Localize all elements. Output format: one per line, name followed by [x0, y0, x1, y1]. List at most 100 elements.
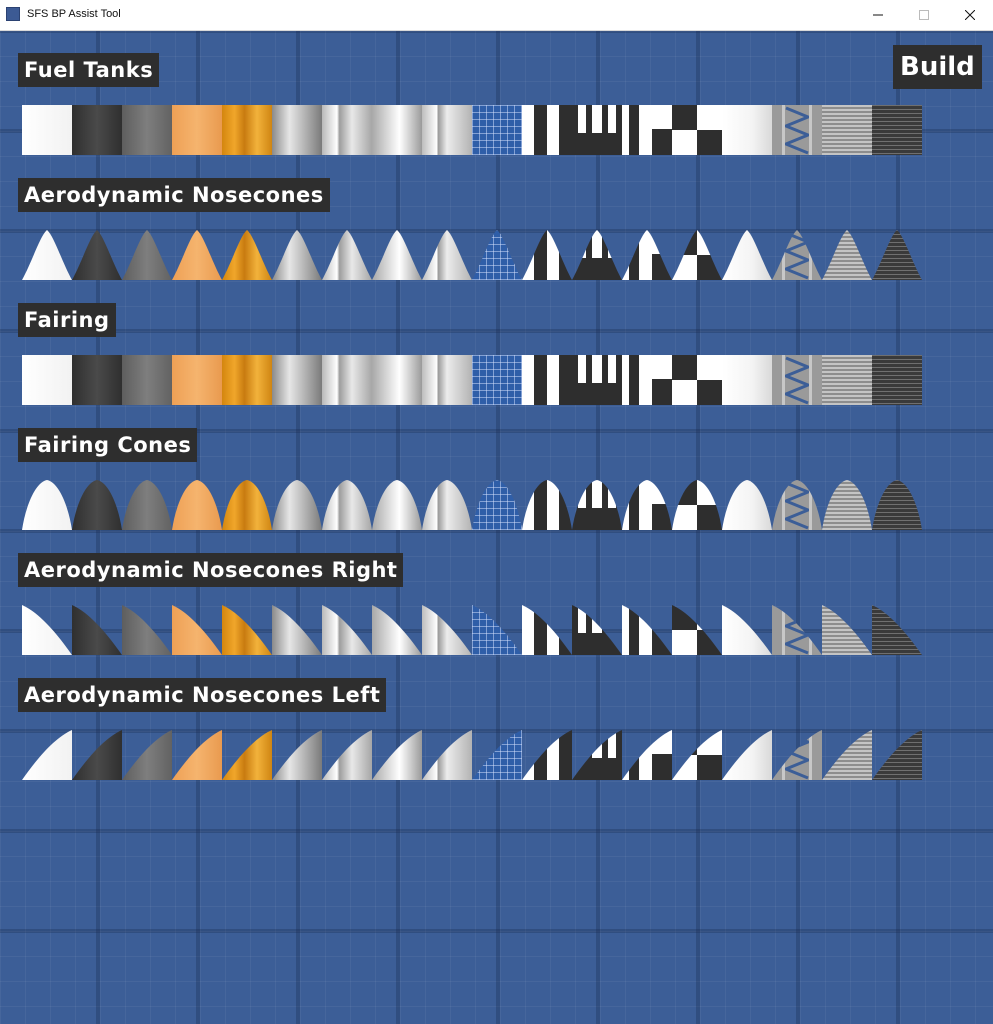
texture-tile-dark-gray[interactable]	[72, 355, 122, 405]
texture-tile-white-silver[interactable]	[722, 355, 772, 405]
texture-tile-medium-gray[interactable]	[122, 480, 172, 530]
texture-tile-truss[interactable]	[772, 355, 822, 405]
texture-tile-dark-ribbed[interactable]	[872, 105, 922, 155]
texture-tile-metal-gradient[interactable]	[272, 105, 322, 155]
texture-tile-silver-gradient[interactable]	[372, 730, 422, 780]
texture-tile-truss[interactable]	[772, 230, 822, 280]
texture-tile-black-white-stripes[interactable]	[522, 355, 572, 405]
texture-tile-ribbed-metal[interactable]	[822, 355, 872, 405]
texture-tile-black-white-blocks[interactable]	[572, 480, 622, 530]
texture-tile-metal-gradient[interactable]	[272, 480, 322, 530]
texture-tile-truss[interactable]	[772, 480, 822, 530]
texture-tile-ribbed-metal[interactable]	[822, 605, 872, 655]
texture-tile-silver-stripes[interactable]	[322, 355, 372, 405]
texture-tile-orange[interactable]	[172, 355, 222, 405]
texture-tile-white-silver[interactable]	[722, 605, 772, 655]
texture-tile-dark-gray[interactable]	[72, 105, 122, 155]
texture-tile-black-white-blocks[interactable]	[572, 230, 622, 280]
texture-tile-orange[interactable]	[172, 480, 222, 530]
texture-tile-blue-grid[interactable]	[472, 105, 522, 155]
texture-tile-black-white-steps[interactable]	[622, 605, 672, 655]
texture-tile-black-white-steps[interactable]	[622, 230, 672, 280]
texture-tile-metal-gradient[interactable]	[272, 605, 322, 655]
texture-tile-white[interactable]	[22, 105, 72, 155]
texture-tile-silver-light[interactable]	[422, 230, 472, 280]
texture-tile-silver-light[interactable]	[422, 605, 472, 655]
texture-tile-black-white-stripes[interactable]	[522, 605, 572, 655]
texture-tile-medium-gray[interactable]	[122, 230, 172, 280]
texture-tile-black-white-checker[interactable]	[672, 605, 722, 655]
texture-tile-silver-gradient[interactable]	[372, 355, 422, 405]
texture-tile-black-white-stripes[interactable]	[522, 730, 572, 780]
texture-tile-black-white-steps[interactable]	[622, 730, 672, 780]
texture-tile-black-white-stripes[interactable]	[522, 105, 572, 155]
texture-tile-orange[interactable]	[172, 730, 222, 780]
texture-tile-dark-ribbed[interactable]	[872, 605, 922, 655]
texture-tile-silver-stripes[interactable]	[322, 605, 372, 655]
texture-tile-wood-orange[interactable]	[222, 605, 272, 655]
texture-tile-dark-ribbed[interactable]	[872, 480, 922, 530]
texture-tile-silver-gradient[interactable]	[372, 230, 422, 280]
texture-tile-silver-gradient[interactable]	[372, 105, 422, 155]
texture-tile-medium-gray[interactable]	[122, 355, 172, 405]
texture-tile-metal-gradient[interactable]	[272, 355, 322, 405]
texture-tile-wood-orange[interactable]	[222, 730, 272, 780]
texture-tile-wood-orange[interactable]	[222, 230, 272, 280]
texture-tile-wood-orange[interactable]	[222, 355, 272, 405]
texture-tile-orange[interactable]	[172, 605, 222, 655]
texture-tile-silver-light[interactable]	[422, 105, 472, 155]
texture-tile-black-white-blocks[interactable]	[572, 105, 622, 155]
texture-tile-black-white-steps[interactable]	[622, 105, 672, 155]
texture-tile-ribbed-metal[interactable]	[822, 230, 872, 280]
texture-tile-dark-gray[interactable]	[72, 480, 122, 530]
texture-tile-black-white-blocks[interactable]	[572, 730, 622, 780]
minimize-button[interactable]	[855, 0, 901, 30]
texture-tile-black-white-checker[interactable]	[672, 230, 722, 280]
texture-tile-silver-light[interactable]	[422, 730, 472, 780]
texture-tile-white[interactable]	[22, 230, 72, 280]
texture-tile-truss[interactable]	[772, 605, 822, 655]
texture-tile-medium-gray[interactable]	[122, 105, 172, 155]
texture-tile-medium-gray[interactable]	[122, 605, 172, 655]
texture-tile-wood-orange[interactable]	[222, 480, 272, 530]
texture-tile-truss[interactable]	[772, 105, 822, 155]
texture-tile-black-white-steps[interactable]	[622, 355, 672, 405]
texture-tile-white-silver[interactable]	[722, 105, 772, 155]
texture-tile-metal-gradient[interactable]	[272, 230, 322, 280]
texture-tile-black-white-checker[interactable]	[672, 105, 722, 155]
texture-tile-blue-grid[interactable]	[472, 230, 522, 280]
texture-tile-dark-ribbed[interactable]	[872, 730, 922, 780]
texture-tile-white-silver[interactable]	[722, 730, 772, 780]
close-button[interactable]	[947, 0, 993, 30]
texture-tile-white[interactable]	[22, 730, 72, 780]
texture-tile-silver-stripes[interactable]	[322, 230, 372, 280]
build-button[interactable]: Build	[895, 47, 980, 87]
texture-tile-dark-ribbed[interactable]	[872, 355, 922, 405]
texture-tile-silver-stripes[interactable]	[322, 105, 372, 155]
texture-tile-white-silver[interactable]	[722, 480, 772, 530]
texture-tile-medium-gray[interactable]	[122, 730, 172, 780]
texture-tile-black-white-steps[interactable]	[622, 480, 672, 530]
texture-tile-dark-gray[interactable]	[72, 605, 122, 655]
texture-tile-orange[interactable]	[172, 230, 222, 280]
texture-tile-white[interactable]	[22, 355, 72, 405]
texture-tile-wood-orange[interactable]	[222, 105, 272, 155]
texture-tile-black-white-stripes[interactable]	[522, 480, 572, 530]
texture-tile-blue-grid[interactable]	[472, 605, 522, 655]
texture-tile-ribbed-metal[interactable]	[822, 105, 872, 155]
texture-tile-silver-stripes[interactable]	[322, 730, 372, 780]
texture-tile-truss[interactable]	[772, 730, 822, 780]
maximize-button[interactable]	[901, 0, 947, 30]
texture-tile-ribbed-metal[interactable]	[822, 730, 872, 780]
texture-tile-blue-grid[interactable]	[472, 355, 522, 405]
texture-tile-white[interactable]	[22, 480, 72, 530]
texture-tile-silver-gradient[interactable]	[372, 480, 422, 530]
texture-tile-black-white-checker[interactable]	[672, 730, 722, 780]
texture-tile-dark-ribbed[interactable]	[872, 230, 922, 280]
texture-tile-white[interactable]	[22, 605, 72, 655]
texture-tile-black-white-blocks[interactable]	[572, 605, 622, 655]
texture-tile-black-white-blocks[interactable]	[572, 355, 622, 405]
texture-tile-black-white-checker[interactable]	[672, 480, 722, 530]
texture-tile-silver-stripes[interactable]	[322, 480, 372, 530]
texture-tile-black-white-stripes[interactable]	[522, 230, 572, 280]
